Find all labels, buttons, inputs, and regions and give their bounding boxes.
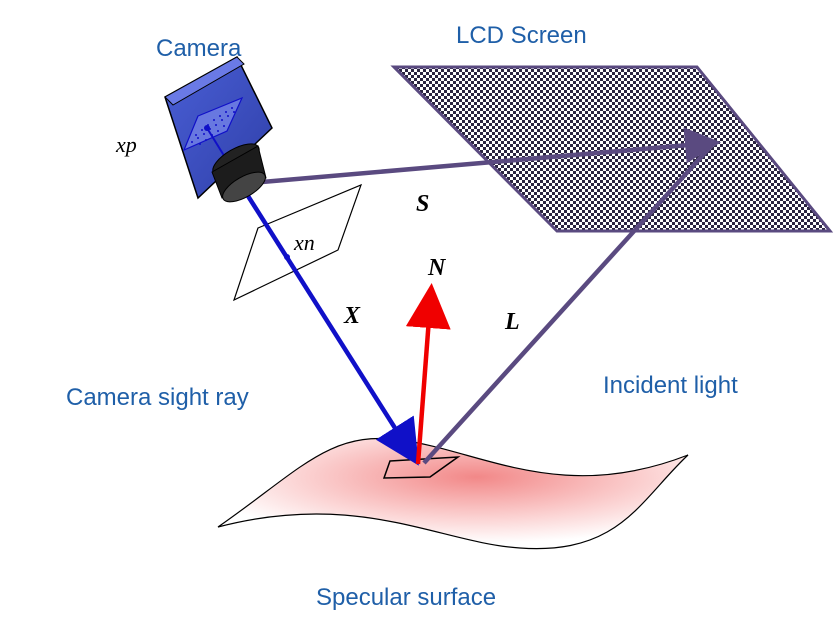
camera-sight-ray-arrow xyxy=(246,194,419,466)
l-label: L xyxy=(504,309,520,335)
xn-label: xn xyxy=(293,230,315,255)
camera-sight-ray-label: Camera sight ray xyxy=(66,384,249,411)
surface-patch xyxy=(382,456,461,479)
camera-icon xyxy=(164,55,273,203)
specular-surface-label: Specular surface xyxy=(316,584,496,611)
incident-light-label: Incident light xyxy=(603,372,738,399)
xn-point xyxy=(284,254,290,260)
x-label: X xyxy=(343,303,361,329)
lcd-screen-label: LCD Screen xyxy=(456,22,587,49)
specular-surface xyxy=(217,437,689,550)
n-label: N xyxy=(427,255,447,281)
normal-arrow xyxy=(405,283,451,465)
s-label: S xyxy=(416,191,429,217)
incident-light-arrow xyxy=(422,143,714,465)
image-plane xyxy=(232,183,363,302)
camera-label: Camera xyxy=(156,35,242,62)
lcd-screen xyxy=(390,65,834,233)
xp-label: xp xyxy=(115,132,137,157)
s-ray-arrow xyxy=(261,127,721,185)
